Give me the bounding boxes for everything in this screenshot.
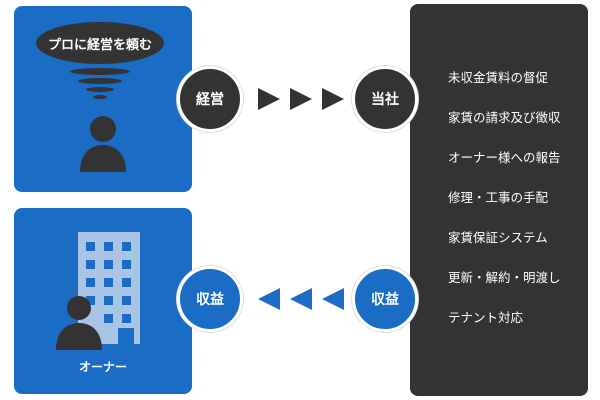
service-item: 未収金賃料の督促 (448, 70, 549, 85)
arrow-right-icon (258, 88, 344, 110)
service-item: テナント対応 (448, 310, 524, 325)
profit-label-left: 収益 (196, 292, 224, 308)
bubble-text: プロに経営を頼む (47, 37, 152, 53)
service-item: 更新・解約・明渡し (448, 270, 561, 285)
arrow-left-icon (258, 288, 344, 310)
management-circle: 経営 (177, 66, 243, 132)
services-panel (410, 4, 588, 396)
company-label: 当社 (371, 92, 399, 108)
management-label: 経営 (196, 92, 224, 108)
service-item: 家賃保証システム (448, 230, 548, 245)
profit-label-right: 収益 (371, 292, 399, 308)
swirl-tail-1 (70, 68, 130, 75)
service-item: オーナー様への報告 (448, 150, 561, 165)
profit-circle-right: 収益 (352, 266, 418, 332)
speech-bubble: プロに経営を頼む (36, 22, 164, 64)
owner-label: オーナー (78, 360, 127, 374)
service-item: 修理・工事の手配 (448, 190, 549, 205)
service-item: 家賃の請求及び徴収 (448, 110, 561, 125)
profit-circle-left: 収益 (177, 266, 243, 332)
swirl-tail-2 (78, 78, 122, 84)
swirl-tail-4 (93, 95, 107, 99)
owner-person-icon (56, 296, 102, 350)
services-list: 未収金賃料の督促 家賃の請求及び徴収 オーナー様への報告 修理・工事の手配 家賃… (448, 58, 588, 338)
swirl-tail-3 (86, 87, 114, 92)
consult-panel: プロに経営を頼む (14, 6, 192, 192)
person-icon (80, 116, 126, 172)
owner-panel (14, 208, 192, 394)
company-circle: 当社 (352, 66, 418, 132)
